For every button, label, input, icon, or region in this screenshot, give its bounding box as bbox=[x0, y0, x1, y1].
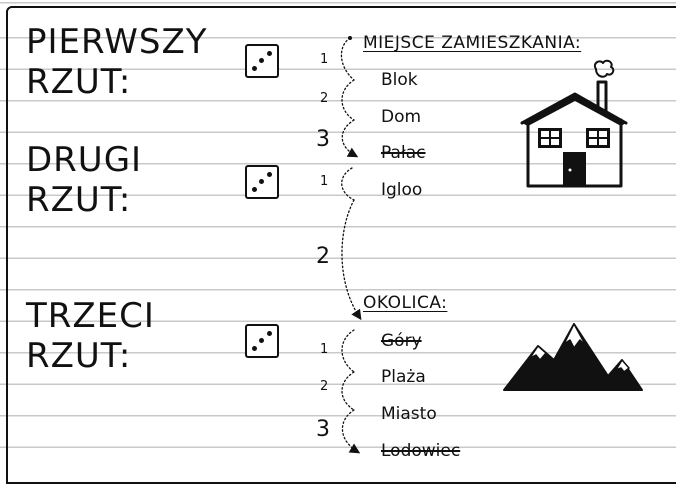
house-icon bbox=[520, 59, 628, 188]
die-icon bbox=[245, 44, 279, 78]
die-icon bbox=[245, 324, 279, 358]
residence-count: 3 bbox=[316, 127, 330, 152]
residence-option-palac: Pałac bbox=[381, 143, 426, 163]
area-count: 3 bbox=[316, 417, 330, 442]
first-roll-label: PIERWSZY RZUT: bbox=[26, 22, 208, 102]
residence-option-dom: Dom bbox=[381, 107, 422, 127]
first-roll-line-1: PIERWSZY bbox=[26, 22, 208, 62]
residence-count: 1 bbox=[320, 174, 329, 189]
residence-count: 2 bbox=[320, 91, 329, 106]
third-roll-line-1: TRZECI bbox=[26, 296, 155, 336]
first-roll-line-2: RZUT: bbox=[26, 62, 132, 102]
third-roll-label: TRZECI RZUT: bbox=[26, 296, 155, 376]
residence-option-igloo: Igloo bbox=[381, 180, 423, 200]
area-option-lodowiec: Lodowiec bbox=[381, 441, 461, 461]
second-roll-line-2: RZUT: bbox=[26, 180, 132, 220]
die-icon bbox=[245, 165, 279, 199]
residence-count: 2 bbox=[316, 244, 330, 269]
area-count: 1 bbox=[320, 342, 329, 357]
mountains-icon bbox=[503, 323, 643, 391]
residence-count: 1 bbox=[320, 52, 329, 67]
second-roll-line-1: DRUGI bbox=[26, 140, 143, 180]
area-heading: OKOLICA: bbox=[363, 293, 448, 313]
residence-option-blok: Blok bbox=[381, 70, 418, 90]
area-count: 2 bbox=[320, 379, 329, 394]
third-roll-line-2: RZUT: bbox=[26, 336, 132, 376]
residence-heading: MIEJSCE ZAMIESZKANIA: bbox=[363, 33, 582, 53]
area-option-miasto: Miasto bbox=[381, 404, 437, 424]
second-roll-label: DRUGI RZUT: bbox=[26, 140, 142, 220]
area-option-plaza: Plaża bbox=[381, 367, 426, 387]
area-option-gory: Góry bbox=[381, 331, 422, 351]
